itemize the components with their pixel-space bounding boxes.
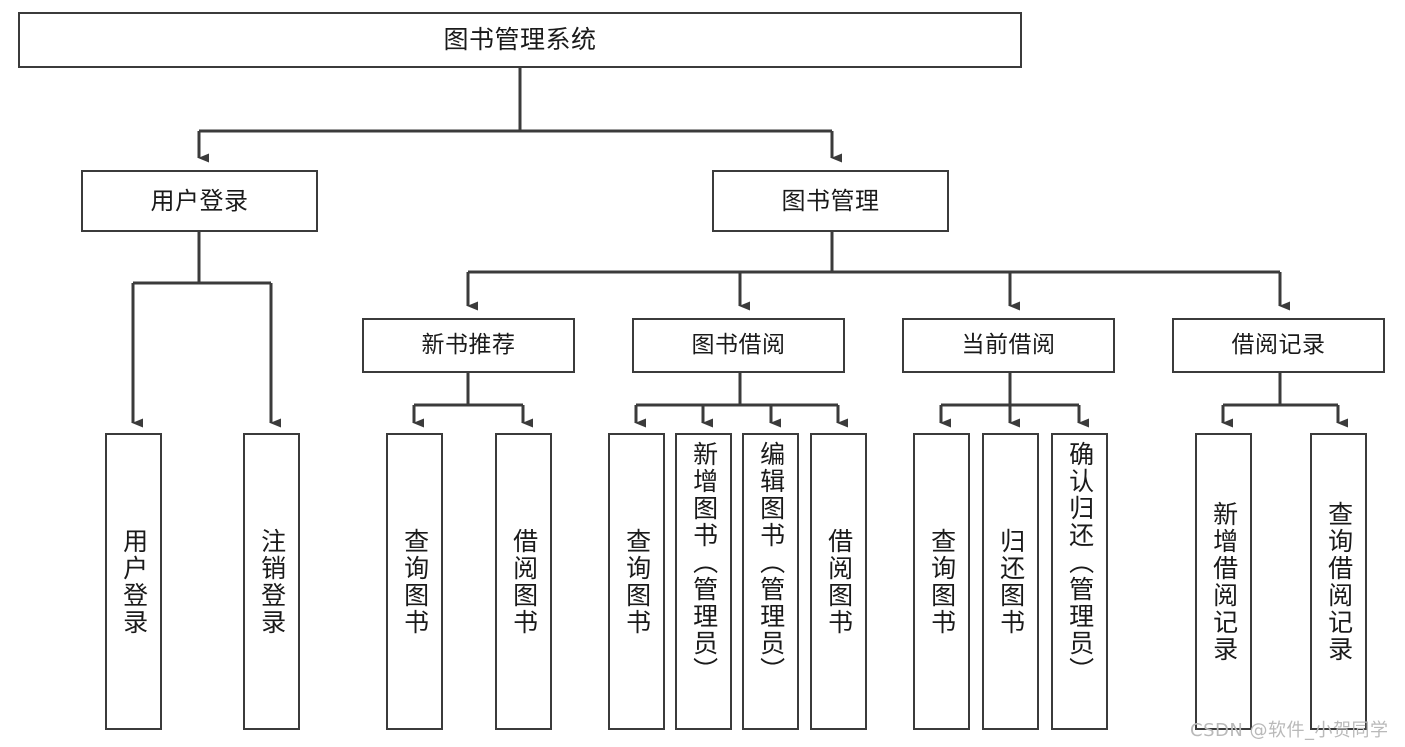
node-label: 借阅记录: [1231, 331, 1326, 358]
leaf-query-borrow-record[interactable]: 查询借阅记录: [1310, 433, 1367, 730]
node-label: 查询图书: [622, 527, 652, 636]
node-book-management[interactable]: 图书管理: [712, 170, 949, 232]
node-new-book-recommendation[interactable]: 新书推荐: [362, 318, 575, 373]
leaf-return-books[interactable]: 归还图书: [982, 433, 1039, 730]
node-label: 归还图书: [996, 527, 1026, 636]
leaf-user-login[interactable]: 用户登录: [105, 433, 162, 730]
node-label: 查询图书: [400, 527, 430, 636]
node-label: 图书借阅: [691, 331, 786, 358]
node-borrowing-record[interactable]: 借阅记录: [1172, 318, 1385, 373]
leaf-edit-book-admin[interactable]: 编辑图书（管理员）: [742, 433, 799, 730]
leaf-query-books-current[interactable]: 查询图书: [913, 433, 970, 730]
node-root-book-management-system[interactable]: 图书管理系统: [18, 12, 1022, 68]
node-label: 查询图书: [927, 527, 957, 636]
node-label: 用户登录: [119, 527, 149, 636]
node-label: 借阅图书: [509, 527, 539, 636]
node-label: 当前借阅: [961, 331, 1056, 358]
leaf-add-book-admin[interactable]: 新增图书（管理员）: [675, 433, 732, 730]
node-label: 注销登录: [257, 527, 287, 636]
node-label: 用户登录: [150, 186, 249, 215]
node-label: 编辑图书（管理员）: [756, 441, 786, 684]
node-label: 图书管理: [781, 186, 880, 215]
leaf-query-books-recommend[interactable]: 查询图书: [386, 433, 443, 730]
leaf-query-books-borrow[interactable]: 查询图书: [608, 433, 665, 730]
node-label: 查询借阅记录: [1324, 500, 1354, 663]
leaf-confirm-return-admin[interactable]: 确认归还（管理员）: [1051, 433, 1108, 730]
leaf-add-borrow-record[interactable]: 新增借阅记录: [1195, 433, 1252, 730]
node-label: 新增借阅记录: [1209, 500, 1239, 663]
node-label: 确认归还（管理员）: [1065, 441, 1095, 684]
node-label: 图书管理系统: [443, 25, 597, 55]
node-user-login[interactable]: 用户登录: [81, 170, 318, 232]
node-label: 新书推荐: [421, 331, 516, 358]
leaf-logout[interactable]: 注销登录: [243, 433, 300, 730]
node-label: 借阅图书: [824, 527, 854, 636]
leaf-borrow-books[interactable]: 借阅图书: [810, 433, 867, 730]
leaf-borrow-books-recommend[interactable]: 借阅图书: [495, 433, 552, 730]
node-current-borrowing[interactable]: 当前借阅: [902, 318, 1115, 373]
node-label: 新增图书（管理员）: [689, 441, 719, 684]
csdn-watermark: CSDN @软件_小贺同学: [1190, 720, 1389, 741]
node-book-borrowing[interactable]: 图书借阅: [632, 318, 845, 373]
